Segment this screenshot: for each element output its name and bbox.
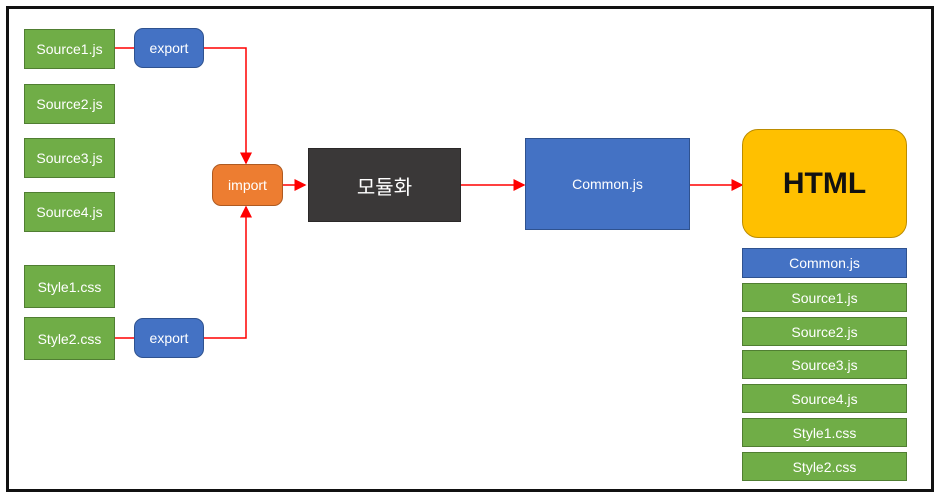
- source2-box: Source2.js: [24, 84, 115, 124]
- html-list-source2: Source2.js: [742, 317, 907, 346]
- import-box: import: [212, 164, 283, 206]
- arrow-export-top-to-import: [204, 47, 252, 165]
- html-list-style2: Style2.css: [742, 452, 907, 481]
- html-list-source1: Source1.js: [742, 283, 907, 312]
- bundling-box: 모듈화: [308, 148, 461, 222]
- source3-box: Source3.js: [24, 138, 115, 178]
- source1-box: Source1.js: [24, 29, 115, 69]
- export-top-box: export: [134, 28, 204, 68]
- html-box: HTML: [742, 129, 907, 238]
- arrow-export-bottom-to-import: [204, 205, 252, 339]
- common-js-box: Common.js: [525, 138, 690, 230]
- style2-box: Style2.css: [24, 317, 115, 360]
- style1-box: Style1.css: [24, 265, 115, 308]
- source4-box: Source4.js: [24, 192, 115, 232]
- html-list-source3: Source3.js: [742, 350, 907, 379]
- html-list-source4: Source4.js: [742, 384, 907, 413]
- html-list-common-js: Common.js: [742, 248, 907, 278]
- html-list-style1: Style1.css: [742, 418, 907, 447]
- export-bottom-box: export: [134, 318, 204, 358]
